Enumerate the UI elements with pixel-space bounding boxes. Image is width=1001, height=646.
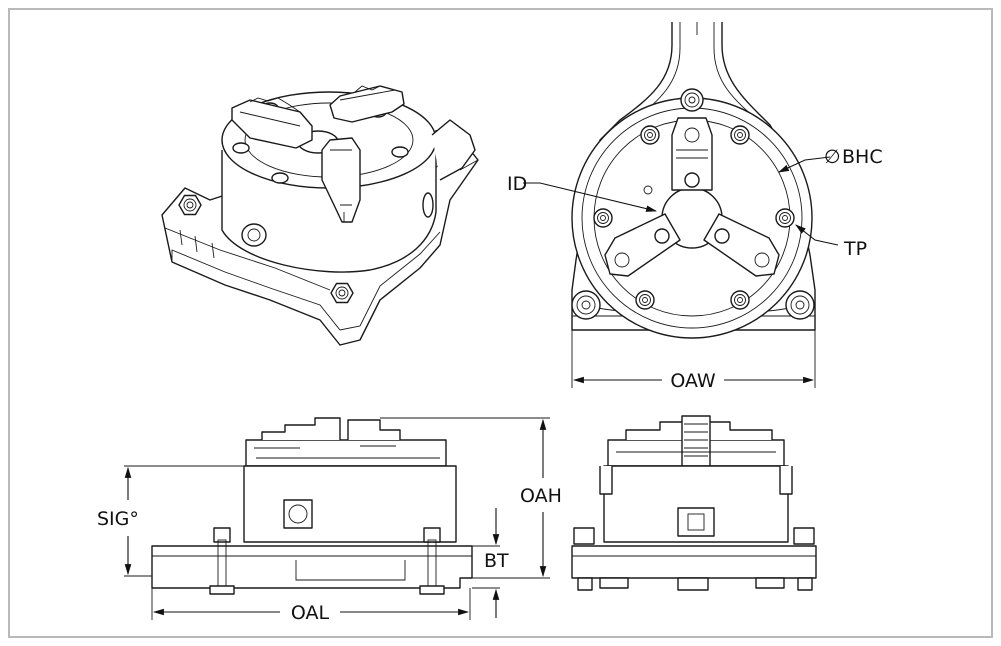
front-view [571, 415, 817, 591]
top-bolt-arm [680, 88, 704, 112]
side-view [124, 417, 550, 620]
top-bolt-left [571, 290, 601, 320]
bhc-label: BHC [842, 146, 883, 168]
corner-bolt-left [178, 194, 202, 216]
corner-bolt-front [330, 282, 354, 304]
top-bolt-right [785, 290, 815, 320]
drawing-frame [8, 8, 993, 638]
id-label: ID [507, 173, 527, 195]
sig-label: SIG° [97, 508, 139, 530]
top-view [523, 22, 839, 388]
tp-label: TP [843, 238, 867, 260]
oal-label: OAL [291, 602, 330, 624]
oah-label: OAH [520, 485, 562, 507]
bhc-symbol: ∅ [824, 146, 841, 168]
isometric-view [161, 85, 479, 346]
bt-label: BT [484, 550, 509, 572]
oaw-label: OAW [670, 370, 716, 392]
